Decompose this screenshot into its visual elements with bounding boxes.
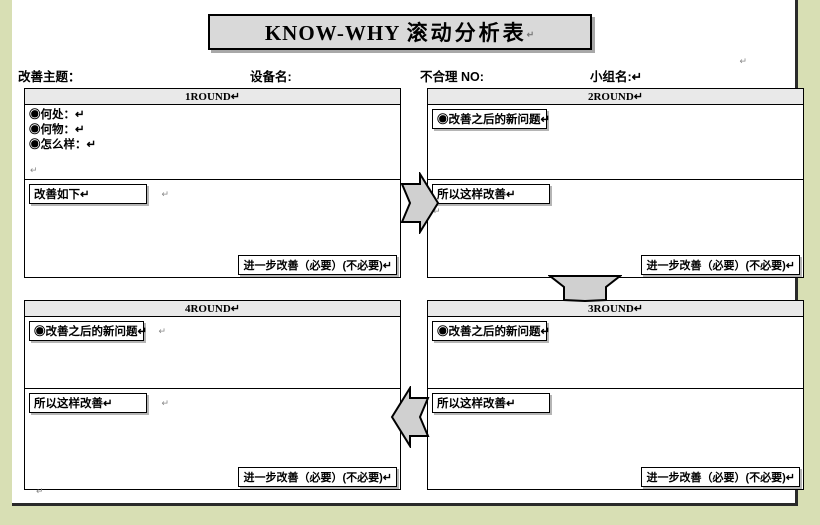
title-text-latin: KNOW-WHY [264,21,401,45]
page-bottom-stray-mark: ↵ [36,486,44,496]
round-1-bullet-where: ◉何处：↵ [29,109,85,121]
round-2-stray-mark: ↵ [433,206,441,216]
round-4-reason-mark: ↵ [161,397,169,408]
round-3-header: 3ROUND↵ [428,301,803,317]
round-2-reason-row: 所以这样改善↵ [428,180,803,204]
round-4-problem-mark: ↵ [158,325,166,336]
round-2-reason-section[interactable]: 所以这样改善↵ ↵ 进一步改善（必要）(不必要)↵ [428,180,803,278]
round-1-improve-label: 改善如下↵ [29,184,147,204]
round-1-question-section[interactable]: ◉何处：↵ ◉何物：↵ ◉怎么样：↵ ↵ [25,105,400,180]
page-title: KNOW-WHY 滚动分析表↵ [265,17,535,47]
round-2-problem-section[interactable]: ◉改善之后的新问题↵ [428,105,803,180]
round-1-bullet-what: ◉何物：↵ [29,124,85,136]
round-4-problem-label: ◉改善之后的新问题↵ [29,321,147,341]
round-4-reason-section[interactable]: 所以这样改善↵ ↵ 进一步改善（必要）(不必要)↵ [25,389,400,490]
round-2-panel: 2ROUND↵ ◉改善之后的新问题↵ 所以这样改善↵ ↵ 进一步改善（必要）(不… [427,88,804,278]
round-3-panel: 3ROUND↵ ◉改善之后的新问题↵ 所以这样改善↵ 进一步改善（必要）(不必要… [427,300,804,490]
round-3-reason-section[interactable]: 所以这样改善↵ 进一步改善（必要）(不必要)↵ [428,389,803,490]
round-4-reason-row: 所以这样改善↵ ↵ [25,389,400,413]
round-1-improvement-section[interactable]: 改善如下↵ ↵ 进一步改善（必要）(不必要)↵ [25,180,400,278]
arrow-round2-to-round3-icon [548,275,622,303]
round-4-reason-label: 所以这样改善↵ [29,393,147,413]
round-1-panel: 1ROUND↵ ◉何处：↵ ◉何物：↵ ◉怎么样：↵ ↵ 改善如下↵ ↵ 进一步… [24,88,401,278]
field-label-theme: 改善主题： [18,70,81,84]
title-text-cjk: 滚动分析表 [406,21,527,45]
field-label-equipment: 设备名: [250,70,292,84]
round-1-bullet-how: ◉怎么样：↵ [29,139,97,151]
page-top-stray-mark: ↵ [739,56,747,66]
round-3-footer-label[interactable]: 进一步改善（必要）(不必要)↵ [641,467,800,487]
round-1-stray-mark: ↵ [30,165,38,175]
round-1-improve-mark: ↵ [161,188,169,199]
document-title-banner: KNOW-WHY 滚动分析表↵ [208,14,592,50]
round-2-problem-row: ◉改善之后的新问题↵ [428,105,803,129]
round-3-problem-label: ◉改善之后的新问题↵ [432,321,550,341]
round-1-header: 1ROUND↵ [25,89,400,105]
round-2-reason-label: 所以这样改善↵ [432,184,550,204]
round-4-problem-row: ◉改善之后的新问题↵ ↵ [25,317,400,341]
arrow-round1-to-round2-icon [400,172,440,234]
round-1-improve-row: 改善如下↵ ↵ [25,180,400,204]
field-label-irrational-no: 不合理 NO: [420,70,484,84]
round-1-footer-label[interactable]: 进一步改善（必要）(不必要)↵ [238,255,397,275]
title-box: KNOW-WHY 滚动分析表↵ [208,14,592,50]
round-2-footer-label[interactable]: 进一步改善（必要）(不必要)↵ [641,255,800,275]
round-2-header: 2ROUND↵ [428,89,803,105]
round-3-problem-row: ◉改善之后的新问题↵ [428,317,803,341]
document-page: KNOW-WHY 滚动分析表↵ 改善主题： 设备名: 不合理 NO: 小组名:↵… [12,0,804,506]
round-1-bullet-list: ◉何处：↵ ◉何物：↵ ◉怎么样：↵ [25,105,400,153]
arrow-round3-to-round4-icon [390,386,430,448]
round-2-problem-label: ◉改善之后的新问题↵ [432,109,550,129]
header-field-row: 改善主题： 设备名: 不合理 NO: 小组名:↵ [12,66,795,84]
round-4-footer-label[interactable]: 进一步改善（必要）(不必要)↵ [238,467,397,487]
round-4-panel: 4ROUND↵ ◉改善之后的新问题↵ ↵ 所以这样改善↵ ↵ 进一步改善（必要）… [24,300,401,490]
pilcrow-mark: ↵ [526,29,536,40]
round-4-problem-section[interactable]: ◉改善之后的新问题↵ ↵ [25,317,400,389]
round-3-reason-row: 所以这样改善↵ [428,389,803,413]
field-label-group: 小组名:↵ [590,70,643,84]
round-4-header: 4ROUND↵ [25,301,400,317]
round-3-reason-label: 所以这样改善↵ [432,393,550,413]
round-3-problem-section[interactable]: ◉改善之后的新问题↵ [428,317,803,389]
